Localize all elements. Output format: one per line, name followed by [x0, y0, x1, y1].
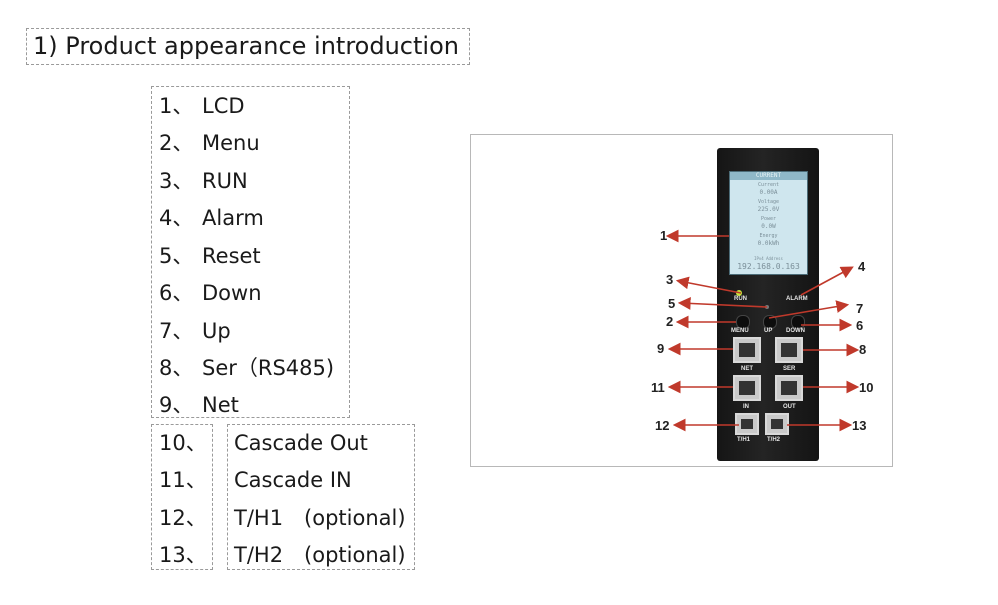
callout-3: 3 — [666, 272, 674, 287]
callout-10: 10 — [859, 380, 874, 395]
lcd-text: 0.00A — [759, 189, 778, 196]
list-item-number: 5、 — [159, 244, 194, 268]
in-label: IN — [743, 404, 749, 410]
run-label: RUN — [734, 296, 747, 302]
down-label: DOWN — [786, 328, 805, 334]
menu-label: MENU — [731, 328, 749, 334]
lcd-screen: CURRENT Current 0.00A Voltage 225.0V Pow… — [729, 171, 808, 275]
lcd-text: CURRENT — [755, 172, 782, 179]
callout-1: 1 — [660, 228, 668, 243]
out-label: OUT — [783, 404, 796, 410]
lcd-text: Power — [760, 216, 777, 222]
list-item-label: Alarm — [202, 206, 264, 230]
component-list: 1、 LCD 2、 Menu 3、 RUN 4、 Alarm 5、 Reset … — [151, 86, 350, 418]
th2-label: T/H2 — [767, 437, 781, 443]
list-item-label: Ser（RS485) — [202, 356, 335, 380]
list-item-number: 13、 — [159, 543, 207, 567]
arrow-5 — [677, 297, 768, 310]
ser-port[interactable] — [775, 337, 803, 363]
callout-8: 8 — [859, 342, 867, 357]
callout-7: 7 — [856, 301, 864, 316]
callout-11: 11 — [651, 380, 665, 395]
list-item-number: 1、 — [159, 94, 194, 118]
arrow-4 — [800, 266, 854, 296]
arrow-3 — [675, 276, 742, 294]
list-item-label: T/H2 (optional) — [234, 543, 406, 567]
lcd-text: 0.0kWh — [757, 240, 780, 247]
list-item-label: Net — [202, 393, 239, 417]
alarm-label: ALARM — [786, 296, 808, 302]
net-port[interactable] — [733, 337, 761, 363]
list-item-label: Up — [202, 319, 231, 343]
lcd-header-bar — [730, 172, 807, 180]
extra-list-labels: Cascade Out Cascade IN T/H1 (optional) T… — [227, 424, 415, 570]
callout-13: 13 — [852, 418, 867, 433]
list-item-number: 7、 — [159, 319, 194, 343]
lcd-text: Current — [757, 182, 780, 188]
lcd-text: Energy — [759, 233, 778, 239]
list-item-label: Down — [202, 281, 262, 305]
section-heading: 1) Product appearance introduction — [26, 28, 470, 65]
list-item-label: Cascade IN — [234, 468, 352, 492]
arrow-7 — [768, 300, 850, 319]
th2-port[interactable] — [765, 413, 789, 435]
lcd-text: 225.0V — [757, 206, 780, 213]
th1-port[interactable] — [735, 413, 759, 435]
net-label: NET — [741, 366, 753, 372]
list-item-label: Cascade Out — [234, 431, 368, 455]
cascade-out-port[interactable] — [775, 375, 803, 401]
callout-arrows — [665, 229, 860, 432]
product-photo: CURRENT Current 0.00A Voltage 225.0V Pow… — [470, 134, 893, 467]
lcd-text: 192.168.0.163 — [737, 262, 800, 271]
list-item-number: 11、 — [159, 468, 207, 492]
callout-6: 6 — [856, 318, 864, 333]
list-item-number: 2、 — [159, 131, 194, 155]
list-item-label: Reset — [202, 244, 261, 268]
list-item-number: 12、 — [159, 506, 207, 530]
th1-label: T/H1 — [737, 437, 751, 443]
callout-5: 5 — [668, 296, 676, 311]
list-item-label: LCD — [202, 94, 245, 118]
lcd-text: IPv4 Address — [754, 256, 783, 261]
list-item-number: 6、 — [159, 281, 194, 305]
lcd-text: Voltage — [757, 199, 780, 205]
cascade-in-port[interactable] — [733, 375, 761, 401]
list-item-number: 10、 — [159, 431, 207, 455]
list-item-number: 3、 — [159, 169, 194, 193]
list-item-number: 9、 — [159, 393, 194, 417]
callout-4: 4 — [858, 259, 866, 274]
ser-label: SER — [783, 366, 796, 372]
list-item-label: RUN — [202, 169, 248, 193]
callout-9: 9 — [657, 341, 665, 356]
callout-12: 12 — [655, 418, 670, 433]
list-item-number: 8、 — [159, 356, 194, 380]
lcd-text: 0.0W — [761, 223, 776, 230]
list-item-label: T/H1 (optional) — [234, 506, 406, 530]
up-label: UP — [764, 328, 773, 334]
callout-2: 2 — [666, 314, 674, 329]
list-item-number: 4、 — [159, 206, 194, 230]
up-button[interactable] — [763, 315, 777, 329]
extra-list-numbers: 10、 11、 12、 13、 — [151, 424, 213, 570]
list-item-label: Menu — [202, 131, 260, 155]
menu-button[interactable] — [736, 315, 750, 329]
